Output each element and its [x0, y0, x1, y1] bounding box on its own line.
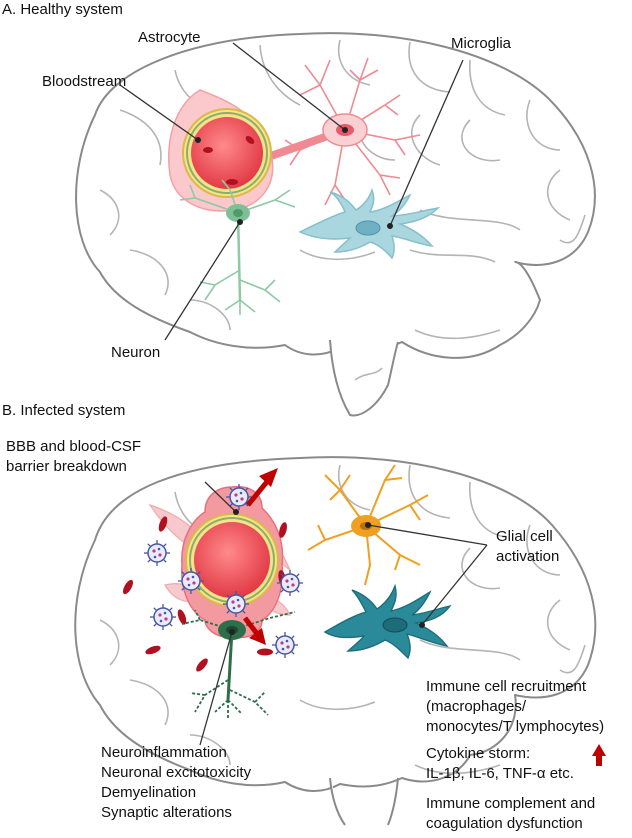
- label-immune-3: monocytes/T lymphocytes): [426, 718, 605, 735]
- barrier-arrows: [243, 468, 278, 645]
- label-effect-3: Demyelination: [101, 784, 197, 801]
- microglia-nucleus: [355, 220, 381, 236]
- label-glial-2: activation: [496, 548, 560, 565]
- brain-a-sulci: [99, 39, 586, 381]
- neuron-healthy: [179, 179, 296, 315]
- astrocyte-activated: [307, 464, 429, 586]
- label-complement-2: coagulation dysfunction: [426, 815, 583, 832]
- red-blood-cells: [122, 516, 287, 672]
- label-cytokine-2: IL-1β, IL-6, TNF-α etc.: [426, 765, 574, 782]
- bloodstream-vessel: [182, 108, 272, 198]
- label-effect-1: Neuroinflammation: [101, 744, 227, 761]
- label-effect-4: Synaptic alterations: [101, 804, 232, 821]
- label-effect-2: Neuronal excitotoxicity: [101, 764, 252, 781]
- microglia-activated-nucleus: [382, 617, 408, 633]
- leader-dots-b: [229, 509, 425, 635]
- label-cytokine-1: Cytokine storm:: [426, 745, 531, 762]
- brain-b-sulci: [99, 464, 586, 775]
- label-complement-1: Immune complement and: [426, 795, 596, 812]
- panel-b-title: B. Infected system: [2, 402, 126, 419]
- label-immune-2: (macrophages/: [426, 698, 527, 715]
- label-barrier-1: BBB and blood-CSF: [6, 438, 142, 455]
- panel-a-title: A. Healthy system: [2, 1, 123, 18]
- label-immune-1: Immune cell recruitment: [426, 678, 587, 695]
- label-astrocyte: Astrocyte: [138, 29, 201, 46]
- bloodstream-leaky: [181, 485, 284, 639]
- increase-arrow-icon: [592, 744, 606, 766]
- label-bloodstream: Bloodstream: [42, 73, 127, 90]
- label-glial-1: Glial cell: [496, 528, 553, 545]
- label-neuron: Neuron: [111, 344, 161, 361]
- leader-dots-a: [195, 127, 393, 229]
- neuron-nucleus: [233, 209, 243, 217]
- leader-lines-a: [119, 42, 464, 341]
- label-barrier-2: barrier breakdown: [6, 458, 127, 475]
- leader-lines-b: [199, 481, 488, 746]
- label-microglia: Microglia: [451, 35, 512, 52]
